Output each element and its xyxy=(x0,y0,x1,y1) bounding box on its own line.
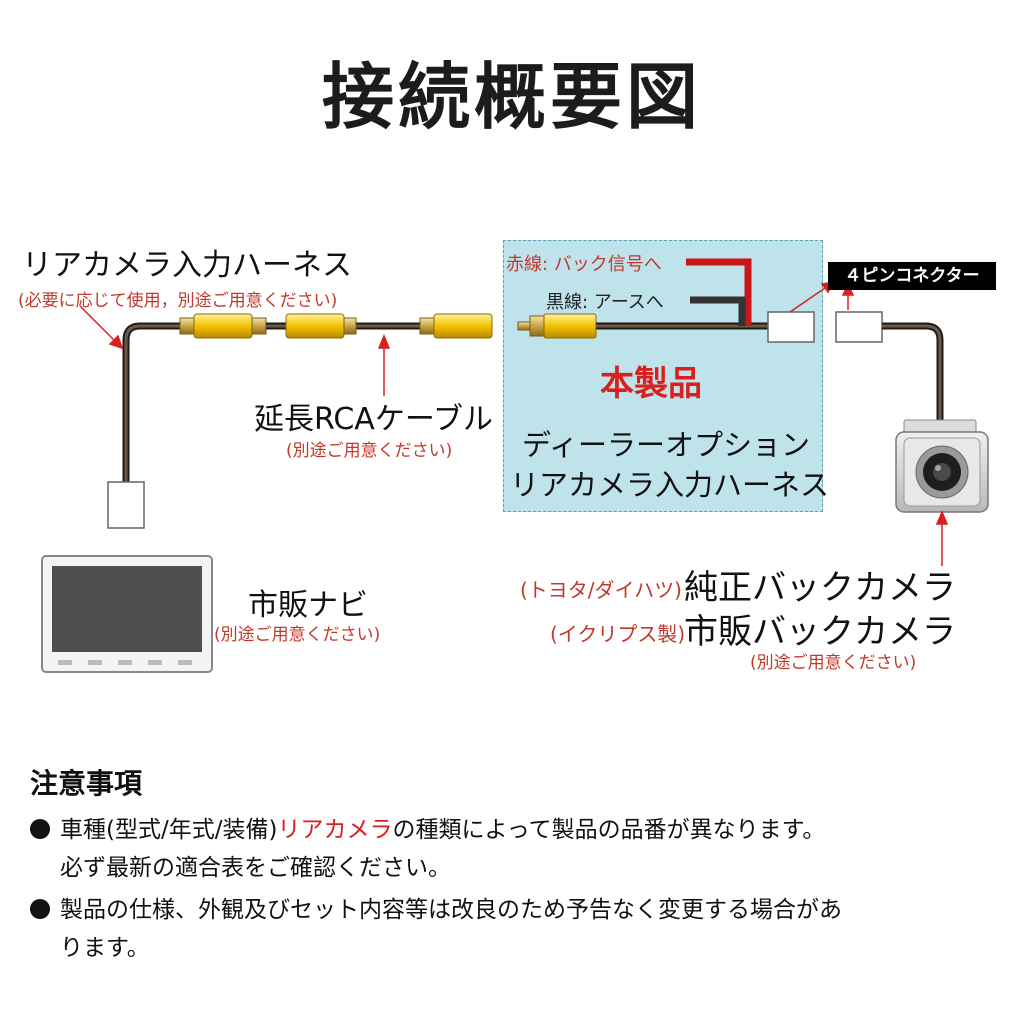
product-4pin-connector xyxy=(767,311,815,343)
camera-cable xyxy=(882,322,944,424)
red-wire xyxy=(686,258,752,326)
product-area xyxy=(503,240,823,512)
connector-tag: ４ピンコネクター xyxy=(828,262,996,290)
rca-connector-ext-right xyxy=(419,313,493,339)
red-wire-label: 赤線: バック信号へ xyxy=(506,254,662,275)
black-wire xyxy=(690,296,746,326)
black-wire-label: 黒線: アースへ xyxy=(546,292,664,313)
extension-label: 延長RCAケーブル xyxy=(254,402,494,437)
harness-label: リアカメラ入力ハーネス xyxy=(22,248,352,283)
note-item-2-line2: ります。 xyxy=(60,935,150,961)
notes-heading: 注意事項 xyxy=(30,767,143,800)
note-item-1-highlight: リアカメラ xyxy=(277,817,393,843)
rca-connector-harness xyxy=(179,313,267,339)
back-camera xyxy=(895,419,989,513)
navi-label: 市販ナビ xyxy=(248,588,368,623)
camera-maker1: (トヨタ/ダイハツ) xyxy=(520,578,682,602)
camera-4pin-connector xyxy=(835,311,883,343)
camera-type1: 純正バックカメラ xyxy=(684,568,956,608)
rca-plug-product xyxy=(517,313,597,339)
bullet-icon xyxy=(30,899,50,919)
extension-note: (別途ご用意ください) xyxy=(286,441,453,461)
navi-monitor xyxy=(41,555,213,673)
page-title: 接続概要図 xyxy=(321,55,702,139)
note-item-2: 製品の仕様、外観及びセット内容等は改良のため予告なく変更する場合があ xyxy=(30,892,842,928)
navi-note: (別途ご用意ください) xyxy=(214,625,381,645)
product-desc-line1: ディーラーオプション xyxy=(522,428,810,462)
harness-note: (必要に応じて使用，別途ご用意ください) xyxy=(18,291,338,311)
note-item-1-post: の種類によって製品の品番が異なります。 xyxy=(392,817,826,843)
harness-cable xyxy=(122,322,180,484)
bullet-icon xyxy=(30,819,50,839)
camera-note: (別途ご用意ください) xyxy=(750,653,917,673)
rca-connector-ext-left xyxy=(285,313,357,339)
note-item-1-pre: 車種(型式/年式/装備) xyxy=(60,817,278,843)
product-name: 本製品 xyxy=(600,364,702,404)
product-desc-line2: リアカメラ入力ハーネス xyxy=(510,468,830,502)
camera-maker2: (イクリプス製) xyxy=(550,622,686,646)
note-item-1-line2: 必ず最新の適合表をご確認ください。 xyxy=(60,855,451,881)
camera-type2: 市販バックカメラ xyxy=(684,612,956,652)
note-item-2-line1: 製品の仕様、外観及びセット内容等は改良のため予告なく変更する場合があ xyxy=(60,897,842,923)
harness-plug xyxy=(107,481,145,529)
note-item-1: 車種(型式/年式/装備)リアカメラの種類によって製品の品番が異なります。 xyxy=(30,812,825,848)
